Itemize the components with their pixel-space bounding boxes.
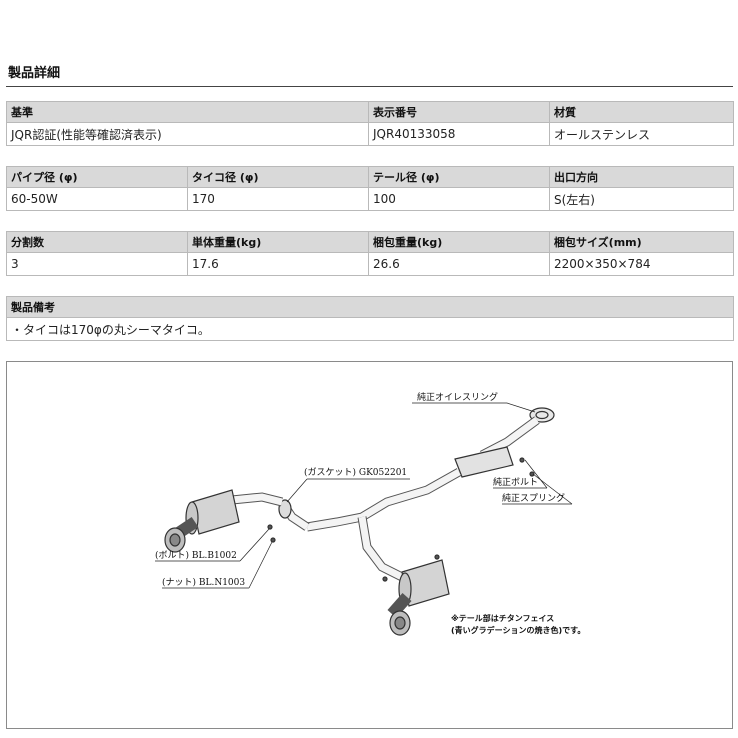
note-tail-line1: ※テール部はチタンフェイス [451,613,554,623]
spec-table-dimensions: パイプ径 (φ) タイコ径 (φ) テール径 (φ) 出口方向 60-50W 1… [6,166,734,211]
value-cell: 3 [6,252,188,276]
label-stock-spring: 純正スプリング [502,492,565,504]
spec-table-standard: 基準 表示番号 材質 JQR認証(性能等確認済表示) JQR40133058 オ… [6,101,734,146]
page-title: 製品詳細 [8,66,61,81]
value-cell: 60-50W [6,187,188,211]
table-header-row: 分割数 単体重量(kg) 梱包重量(kg) 梱包サイズ(mm) [6,231,734,253]
value-cell: JQR40133058 [368,122,550,146]
table-row: ・タイコは170φの丸シーマタイコ。 [6,317,734,341]
table-row: JQR認証(性能等確認済表示) JQR40133058 オールステンレス [6,122,734,146]
value-cell: オールステンレス [549,122,734,146]
label-oil-ring: 純正オイレスリング [417,391,498,403]
value-cell: 2200×350×784 [549,252,734,276]
table-header-row: 製品備考 [6,296,734,318]
value-cell: 17.6 [187,252,369,276]
value-cell: 170 [187,187,369,211]
table-row: 60-50W 170 100 S(左右) [6,187,734,211]
header-cell: 梱包重量(kg) [368,231,550,253]
remarks-table: 製品備考 ・タイコは170φの丸シーマタイコ。 [6,296,734,341]
header-cell: 材質 [549,101,734,123]
title-divider [6,86,733,87]
header-cell: 梱包サイズ(mm) [549,231,734,253]
remarks-text: ・タイコは170φの丸シーマタイコ。 [6,317,734,341]
header-cell: 基準 [6,101,369,123]
value-cell: 100 [368,187,550,211]
exhaust-diagram: 純正オイレスリング (ガスケット) GK052201 純正ボルト 純正スプリング… [6,361,733,729]
remarks-header: 製品備考 [6,296,734,318]
value-cell: 26.6 [368,252,550,276]
exhaust-illustration: 純正オイレスリング (ガスケット) GK052201 純正ボルト 純正スプリング… [155,391,585,636]
table-header-row: 基準 表示番号 材質 [6,101,734,123]
value-cell: JQR認証(性能等確認済表示) [6,122,369,146]
header-cell: 分割数 [6,231,188,253]
label-gasket: (ガスケット) GK052201 [304,467,407,478]
value-cell: S(左右) [549,187,734,211]
spec-table-weight: 分割数 単体重量(kg) 梱包重量(kg) 梱包サイズ(mm) 3 17.6 2… [6,231,734,276]
table-row: 3 17.6 26.6 2200×350×784 [6,252,734,276]
note-tail-line2: (青いグラデーションの焼き色)です。 [451,625,585,635]
label-bolt: (ボルト) BL.B1002 [155,550,237,561]
table-header-row: パイプ径 (φ) タイコ径 (φ) テール径 (φ) 出口方向 [6,166,734,188]
header-cell: タイコ径 (φ) [187,166,369,188]
label-stock-bolt: 純正ボルト [493,476,538,488]
header-cell: 表示番号 [368,101,550,123]
header-cell: 単体重量(kg) [187,231,369,253]
label-nut: (ナット) BL.N1003 [162,577,245,588]
header-cell: テール径 (φ) [368,166,550,188]
header-cell: パイプ径 (φ) [6,166,188,188]
header-cell: 出口方向 [549,166,734,188]
